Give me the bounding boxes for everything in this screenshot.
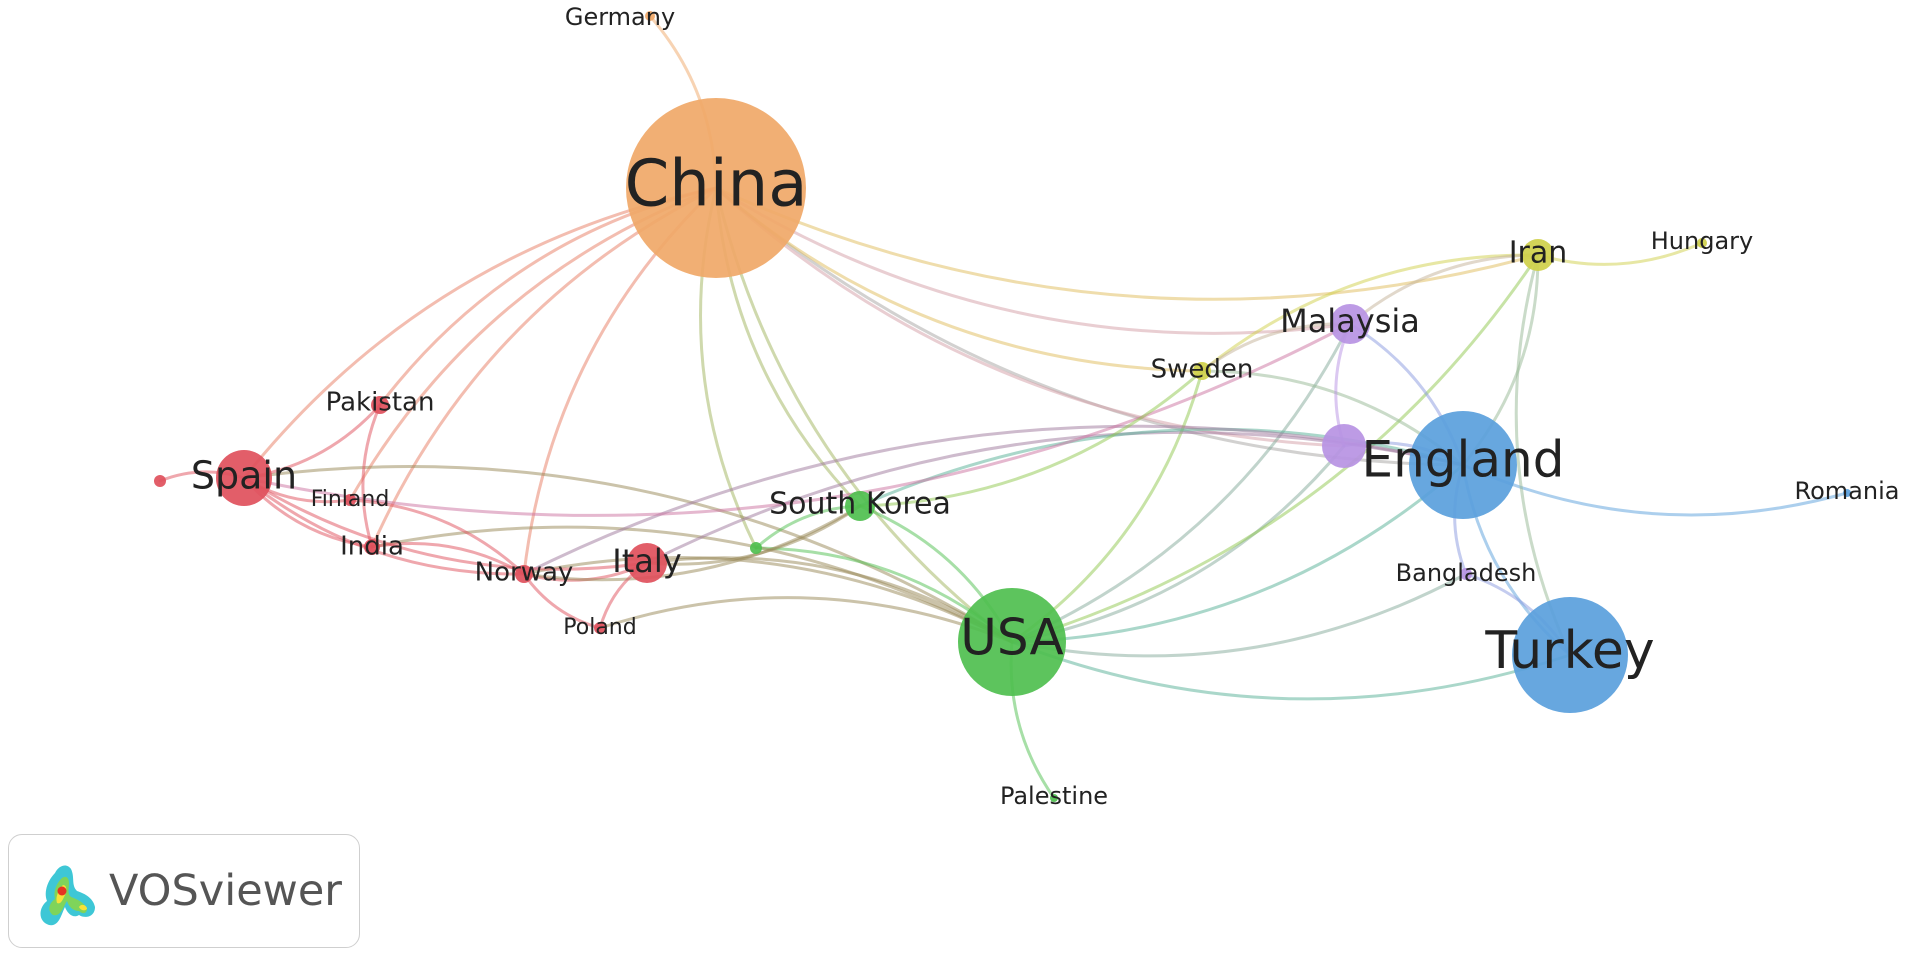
node-spain[interactable] bbox=[216, 450, 272, 506]
label-england: England bbox=[1362, 431, 1565, 489]
label-poland: Poland bbox=[563, 615, 636, 640]
link-usa-purple_unlabeled bbox=[1010, 444, 1346, 644]
label-iran: Iran bbox=[1509, 236, 1568, 271]
node-red_small[interactable] bbox=[154, 475, 166, 487]
link-norway-south_korea bbox=[522, 504, 862, 582]
link-england-romania bbox=[1461, 463, 1849, 517]
link-pakistan-india bbox=[361, 403, 382, 549]
label-usa: USA bbox=[960, 609, 1063, 667]
node-india[interactable] bbox=[364, 539, 380, 555]
links-layer bbox=[158, 14, 1849, 800]
label-bangladesh: Bangladesh bbox=[1396, 559, 1537, 587]
label-india: India bbox=[340, 532, 404, 562]
label-hungary: Hungary bbox=[1651, 227, 1753, 255]
link-spain-italy bbox=[242, 476, 649, 571]
link-usa-turkey bbox=[1010, 640, 1572, 701]
node-finland[interactable] bbox=[344, 494, 356, 506]
link-usa-bangladesh bbox=[1010, 572, 1468, 658]
node-germany[interactable] bbox=[645, 11, 655, 21]
link-spain-malaysia bbox=[242, 322, 1352, 517]
node-bangladesh[interactable] bbox=[1460, 568, 1472, 580]
label-spain: Spain bbox=[191, 454, 297, 498]
node-usa[interactable] bbox=[958, 588, 1066, 696]
vosviewer-logo-icon bbox=[40, 865, 95, 926]
link-south_korea-sweden bbox=[858, 369, 1204, 508]
link-china-purple_unlabeled bbox=[714, 186, 1346, 448]
label-china: China bbox=[625, 148, 808, 222]
link-usa-india bbox=[370, 525, 1014, 644]
node-turkey[interactable] bbox=[1512, 597, 1628, 713]
node-norway[interactable] bbox=[515, 565, 533, 583]
link-norway-india bbox=[370, 542, 526, 576]
link-iran-hungary bbox=[1536, 241, 1704, 266]
label-turkey: Turkey bbox=[1484, 621, 1654, 681]
label-norway: Norway bbox=[475, 558, 574, 588]
link-usa-malaysia bbox=[1010, 322, 1352, 644]
node-sweden[interactable] bbox=[1193, 362, 1211, 380]
node-malaysia[interactable] bbox=[1330, 304, 1370, 344]
vosviewer-logo-panel: VOSviewer bbox=[8, 834, 360, 948]
node-iran[interactable] bbox=[1522, 239, 1554, 271]
link-usa-spain bbox=[242, 465, 1014, 644]
node-palestine[interactable] bbox=[1050, 794, 1058, 802]
label-germany: Germany bbox=[565, 3, 675, 31]
link-iran-malaysia bbox=[1348, 253, 1540, 326]
link-norway-finland bbox=[348, 498, 526, 576]
node-south_korea[interactable] bbox=[845, 491, 875, 521]
link-iran-sweden bbox=[1200, 253, 1540, 373]
label-finland: Finland bbox=[311, 487, 390, 512]
label-malaysia: Malaysia bbox=[1280, 302, 1420, 340]
label-south_korea: South Korea bbox=[769, 487, 951, 522]
node-green_small[interactable] bbox=[750, 542, 762, 554]
label-romania: Romania bbox=[1795, 477, 1900, 505]
label-italy: Italy bbox=[612, 542, 681, 580]
label-pakistan: Pakistan bbox=[326, 388, 435, 418]
link-usa-iran bbox=[1010, 253, 1540, 644]
link-norway-poland bbox=[522, 572, 602, 630]
link-usa-poland bbox=[598, 596, 1014, 644]
label-palestine: Palestine bbox=[1000, 782, 1108, 810]
link-usa-england bbox=[1010, 463, 1465, 644]
node-china[interactable] bbox=[626, 98, 806, 278]
nodes-layer bbox=[154, 11, 1851, 802]
link-england-south_korea bbox=[858, 427, 1465, 508]
node-purple_unlabeled[interactable] bbox=[1322, 424, 1366, 468]
node-hungary[interactable] bbox=[1697, 238, 1707, 248]
link-italy-south_korea bbox=[645, 504, 862, 566]
label-sweden: Sweden bbox=[1151, 355, 1254, 385]
node-poland[interactable] bbox=[594, 622, 606, 634]
node-england[interactable] bbox=[1409, 411, 1517, 519]
node-romania[interactable] bbox=[1843, 489, 1851, 497]
node-pakistan[interactable] bbox=[371, 396, 389, 414]
node-italy[interactable] bbox=[627, 543, 667, 583]
link-england-norway bbox=[522, 424, 1465, 576]
vosviewer-logo-text: VOSviewer bbox=[109, 866, 342, 916]
